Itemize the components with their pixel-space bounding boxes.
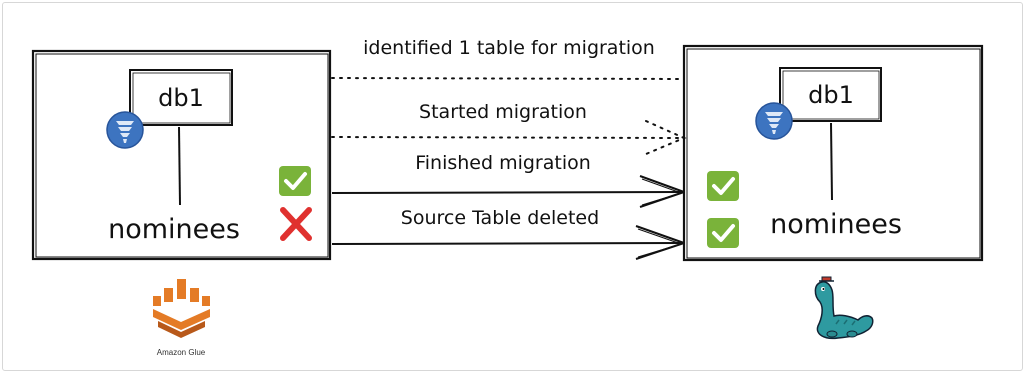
source-check-mark-icon xyxy=(279,166,311,196)
target-table-label: nominees xyxy=(770,209,902,240)
started-dotted-arrow xyxy=(331,120,687,155)
target-connector-line xyxy=(830,122,833,201)
message-started: Started migration xyxy=(419,101,587,123)
message-identified: identified 1 table for migration xyxy=(363,37,655,59)
source-db-label: db1 xyxy=(158,84,204,112)
target-database-icon xyxy=(755,102,793,140)
target-check-mark-icon-2 xyxy=(707,218,739,248)
target-db-node: db1 xyxy=(779,67,882,122)
target-check-mark-icon-1 xyxy=(707,171,739,201)
deleted-arrow xyxy=(331,225,685,260)
dinosaur-mascot-icon xyxy=(814,276,874,340)
message-deleted: Source Table deleted xyxy=(401,207,599,229)
identified-dotted-line xyxy=(331,77,683,80)
target-db-label: db1 xyxy=(808,81,854,109)
source-cross-mark-icon xyxy=(280,207,312,241)
finished-arrow xyxy=(331,175,685,208)
source-database-box xyxy=(31,49,332,261)
source-table-label: nominees xyxy=(108,214,240,245)
source-db-node: db1 xyxy=(129,69,233,126)
amazon-glue-logo: Amazon Glue xyxy=(153,279,210,357)
message-finished: Finished migration xyxy=(415,152,591,174)
source-connector-line xyxy=(178,126,181,206)
amazon-glue-caption: Amazon Glue xyxy=(157,348,206,357)
target-database-box xyxy=(682,44,984,262)
source-database-icon xyxy=(106,111,144,149)
